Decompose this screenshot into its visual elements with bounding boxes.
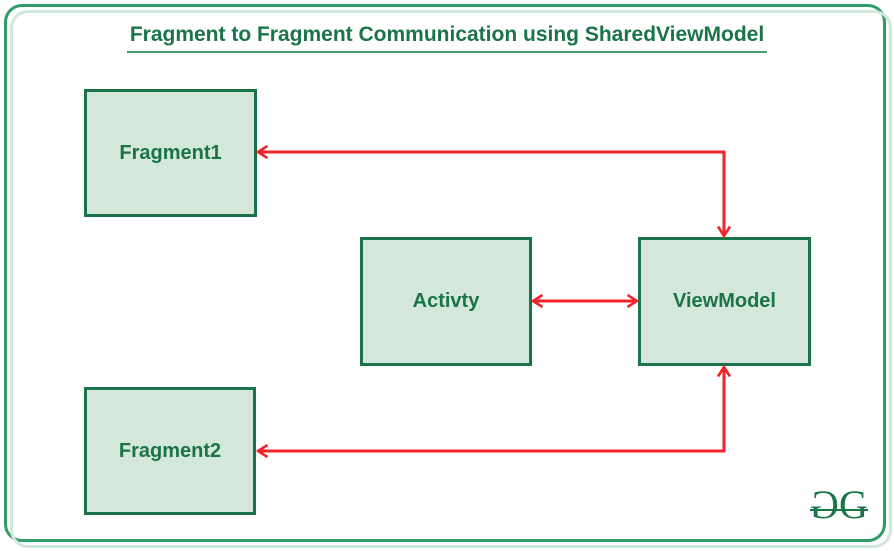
gfg-logo-g: G (839, 482, 868, 527)
gfg-logo-mirrored-g: G (813, 482, 839, 527)
diagram-title: Fragment to Fragment Communication using… (126, 22, 768, 53)
node-viewmodel: ViewModel (638, 237, 811, 366)
node-activity: Activty (360, 237, 532, 366)
gfg-logo: GG (810, 482, 868, 527)
node-fragment1-label: Fragment1 (119, 141, 222, 164)
title-container: Fragment to Fragment Communication using… (0, 22, 894, 53)
gfg-logo-strikethrough (810, 509, 868, 511)
arrow-viewmodel-fragment2 (258, 367, 724, 451)
node-fragment2: Fragment2 (84, 387, 256, 515)
node-fragment2-label: Fragment2 (118, 439, 222, 462)
node-fragment1: Fragment1 (84, 89, 257, 217)
node-activity-label: Activty (412, 290, 480, 312)
arrow-fragment1-viewmodel (258, 152, 724, 236)
node-viewmodel-label: ViewModel (673, 290, 776, 312)
